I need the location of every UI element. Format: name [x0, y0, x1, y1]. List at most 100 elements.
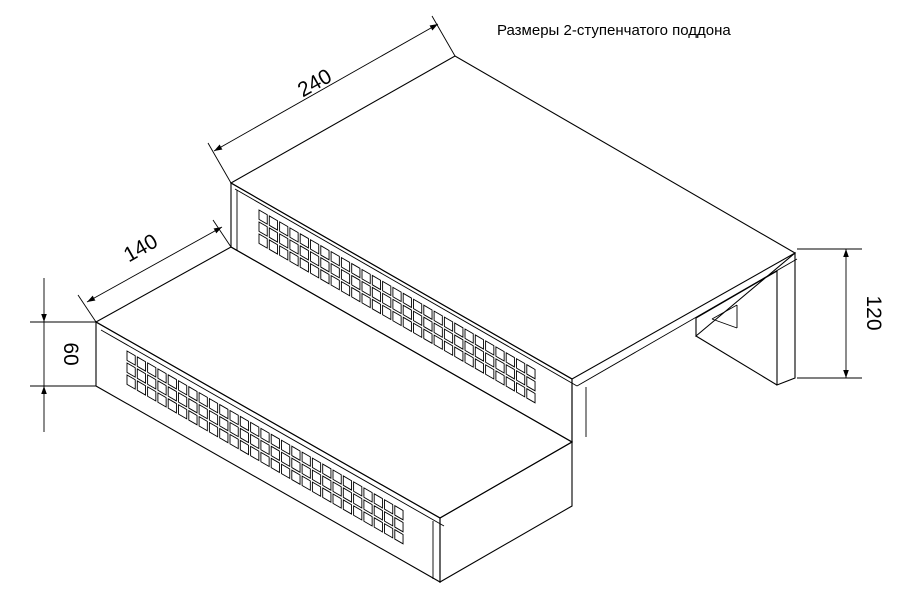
upper-vent-cell [526, 387, 536, 404]
lower-vent-cell [394, 528, 404, 545]
upper-vent-cell [330, 274, 340, 291]
upper-vent-cell [320, 268, 330, 285]
upper-vent-cell [413, 322, 423, 339]
lower-vent-cell [332, 493, 342, 509]
upper-vent-cell [279, 233, 289, 249]
upper-vent-cell [382, 280, 392, 297]
lower-vent-cell [301, 475, 311, 492]
upper-vent-cell [485, 352, 495, 368]
lower-vent-cell [322, 475, 332, 491]
upper-vent-cell [279, 221, 289, 237]
lower-vent-cell [126, 350, 136, 366]
upper-vent-cell [258, 209, 268, 225]
lower-vent-cell [167, 374, 177, 390]
lower-vent-cell [373, 517, 383, 533]
upper-vent-cell [485, 364, 495, 380]
upper-vent-cell [423, 316, 433, 333]
upper-vent-cell [443, 316, 454, 332]
lower-vent-cell [322, 487, 332, 503]
upper-vent-cell [258, 233, 268, 249]
lower-vent-cell [208, 421, 219, 438]
upper-vent-cell [289, 227, 299, 243]
upper-vent-cell [433, 310, 443, 327]
upper-vent-cell [474, 346, 484, 362]
upper-vent-cell [351, 274, 361, 291]
upper-vent-cell [402, 292, 412, 309]
upper-vent-cell [526, 375, 536, 392]
upper-vent-cell [310, 262, 320, 279]
dim-line-140 [86, 226, 223, 303]
lower-vent-cell [178, 379, 188, 396]
lower-vent-cell [291, 469, 301, 486]
upper-vent-cell [371, 298, 381, 315]
lower-vent-cell [188, 385, 198, 402]
lower-vent-cell [322, 463, 332, 479]
lower-vent-cell [198, 403, 208, 420]
lower-vent-cell [281, 439, 291, 456]
lower-vent-cell [157, 380, 167, 396]
upper-vent-cell [310, 238, 320, 255]
dim-label-60: 60 [59, 342, 82, 365]
dim-label-140: 140 [120, 230, 162, 267]
lower-vent-cell [353, 493, 363, 509]
lower-vent-cell [332, 481, 342, 497]
dimension-120: 120 [797, 248, 885, 379]
lower-riser [95, 321, 441, 583]
lower-vent-cell [270, 457, 280, 474]
lower-vent-cell [270, 445, 280, 462]
lower-vent-cell [270, 433, 280, 450]
lower-vent-cell [384, 510, 394, 527]
upper-vent-cell [485, 340, 495, 356]
upper-vent-cell [505, 376, 515, 392]
upper-vent-cell [402, 304, 412, 321]
upper-vent-cell [351, 262, 361, 279]
lower-vent-cell [260, 439, 270, 456]
upper-vent-cell [454, 334, 464, 350]
lower-vent-cell [167, 386, 177, 402]
upper-vent-cell [340, 280, 351, 297]
upper-vent-cell [340, 256, 351, 273]
upper-vent-cell [289, 239, 299, 255]
lower-vent-cell [188, 409, 198, 426]
upper-vent-cell [516, 357, 526, 374]
upper-vent-cell [371, 274, 381, 291]
lower-vent-cell [219, 427, 229, 444]
upper-vent-cell [299, 257, 309, 273]
lower-vent-cell [219, 403, 229, 420]
lower-vent-cell [178, 391, 188, 408]
upper-vent-cell [340, 268, 351, 285]
lower-vent-cell [363, 499, 373, 515]
dimension-60: 60 [30, 278, 96, 432]
upper-vent-cell [330, 262, 340, 279]
upper-side-recess-3 [711, 318, 738, 329]
upper-vent-cell [433, 322, 443, 339]
lower-vent-cell [167, 398, 177, 414]
lower-vent-cell [250, 421, 260, 438]
upper-vent-cell [454, 346, 464, 362]
upper-vent-cell [505, 364, 515, 380]
lower-vent-cell [291, 445, 301, 462]
lower-vent-cell [198, 391, 208, 408]
lower-vent-cell [373, 505, 383, 521]
upper-side-leg [695, 335, 778, 386]
dim-label-120: 120 [862, 295, 885, 330]
upper-vent-cell [495, 370, 505, 386]
lower-vent-cell [239, 427, 249, 444]
upper-vent-cell [361, 292, 371, 309]
lower-vent-cell [208, 409, 219, 426]
upper-vent-cell [392, 286, 402, 303]
upper-vent-cell [495, 346, 505, 362]
lower-step [94, 246, 574, 583]
upper-vent-cell [423, 304, 433, 321]
ext-line-240-a [207, 142, 232, 184]
lower-vent-cell [260, 451, 270, 468]
lower-vent-cell [311, 481, 322, 497]
upper-vent-cell [299, 233, 309, 249]
lower-vent-cell [250, 433, 260, 450]
upper-vent-cell [392, 310, 402, 327]
upper-vent-cell [289, 251, 299, 267]
upper-side-recess [711, 304, 738, 320]
upper-vent-cell [361, 268, 371, 285]
lower-vent-cell [373, 493, 383, 509]
